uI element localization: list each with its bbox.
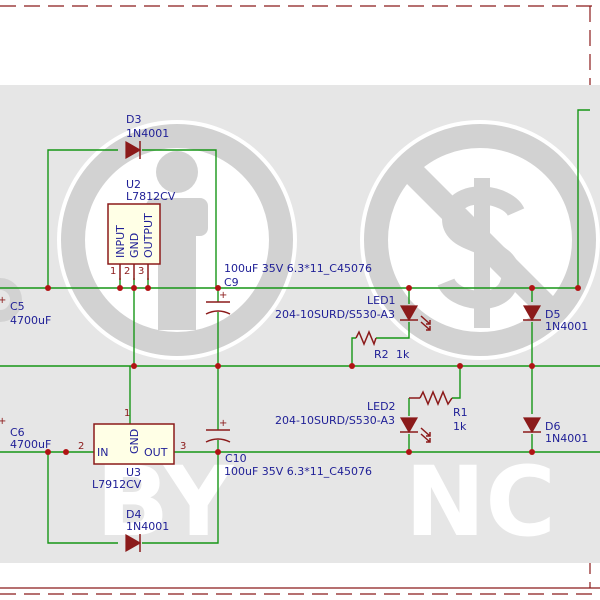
junctions [45, 285, 581, 455]
c6-ref: C6 [10, 426, 25, 439]
watermark-nc-text: NC [405, 446, 556, 558]
d3-value: 1N4001 [126, 127, 169, 140]
r1-value: 1k [453, 420, 467, 433]
c5-ref: C5 [10, 300, 25, 313]
diode-d6: D6 1N4001 [522, 417, 588, 445]
led-led2: LED2 204-10SURD/S530-A3 [275, 400, 431, 443]
u2-pin1-number: 1 [110, 266, 116, 277]
led2-ref: LED2 [367, 400, 396, 413]
c9-value: 100uF 35V 6.3*11_C45076 [224, 262, 372, 275]
u3-pin1-number: 1 [124, 408, 130, 419]
u2-pin-output-label: OUTPUT [142, 213, 155, 258]
c10-ref: C10 [225, 452, 247, 465]
d3-ref: D3 [126, 113, 141, 126]
noncommercial-icon [360, 120, 600, 360]
license-watermark: BY NC [0, 85, 600, 563]
d5-value: 1N4001 [545, 320, 588, 333]
r1-ref: R1 [453, 406, 468, 419]
diode-d5: D5 1N4001 [522, 305, 588, 333]
u3-pin3-number: 3 [180, 441, 186, 452]
attribution-icon [57, 120, 297, 360]
diode-d4: D4 1N4001 [125, 508, 169, 553]
u3-pin-in-label: IN [97, 446, 108, 459]
u3-pin2-number: 2 [78, 441, 84, 452]
c6-value: 4700uF [10, 438, 51, 451]
d4-ref: D4 [126, 508, 141, 521]
c5-polarity-mark: + [0, 295, 6, 306]
c9-polarity-mark: + [219, 290, 227, 301]
led2-value: 204-10SURD/S530-A3 [275, 414, 395, 427]
diode-d3: D3 1N4001 [125, 113, 169, 160]
c10-value: 100uF 35V 6.3*11_C45076 [224, 465, 372, 478]
d5-ref: D5 [545, 308, 560, 321]
resistor-r2: R2 1k [355, 330, 410, 361]
c9-ref: C9 [224, 276, 239, 289]
d6-ref: D6 [545, 420, 560, 433]
u2-pin3-number: 3 [138, 266, 144, 277]
regulator-u2: INPUT GND OUTPUT 1 2 3 U2 L7812CV [107, 178, 176, 280]
led1-ref: LED1 [367, 294, 396, 307]
d6-value: 1N4001 [545, 432, 588, 445]
u2-value: L7812CV [126, 190, 176, 203]
c6-polarity-mark: + [0, 416, 6, 427]
u2-pin-input-label: INPUT [114, 225, 127, 258]
u2-pin-gnd-label: GND [128, 233, 141, 258]
u3-pin-out-label: OUT [144, 446, 168, 459]
capacitor-c6: + C6 4700uF [0, 416, 51, 451]
u3-pin-gnd-label: GND [128, 429, 141, 454]
c10-polarity-mark: + [219, 418, 227, 429]
r2-ref: R2 [374, 348, 389, 361]
u3-ref: U3 [126, 466, 141, 479]
d4-value: 1N4001 [126, 520, 169, 533]
u2-pin2-number: 2 [124, 266, 130, 277]
u2-ref: U2 [126, 178, 141, 191]
u3-value: L7912CV [92, 478, 142, 491]
capacitor-c5: + C5 4700uF [0, 295, 51, 327]
r2-value: 1k [396, 348, 410, 361]
c5-value: 4700uF [10, 314, 51, 327]
resistor-r1: R1 1k [409, 390, 468, 433]
regulator-u3: GND IN OUT 1 2 3 U3 L7912CV [78, 408, 186, 491]
capacitor-c10: + C10 100uF 35V 6.3*11_C45076 [205, 418, 372, 478]
capacitor-c9: + 100uF 35V 6.3*11_C45076 C9 [205, 262, 372, 315]
led1-value: 204-10SURD/S530-A3 [275, 308, 395, 321]
cc-icon [0, 278, 22, 322]
led-led1: LED1 204-10SURD/S530-A3 [275, 294, 431, 331]
